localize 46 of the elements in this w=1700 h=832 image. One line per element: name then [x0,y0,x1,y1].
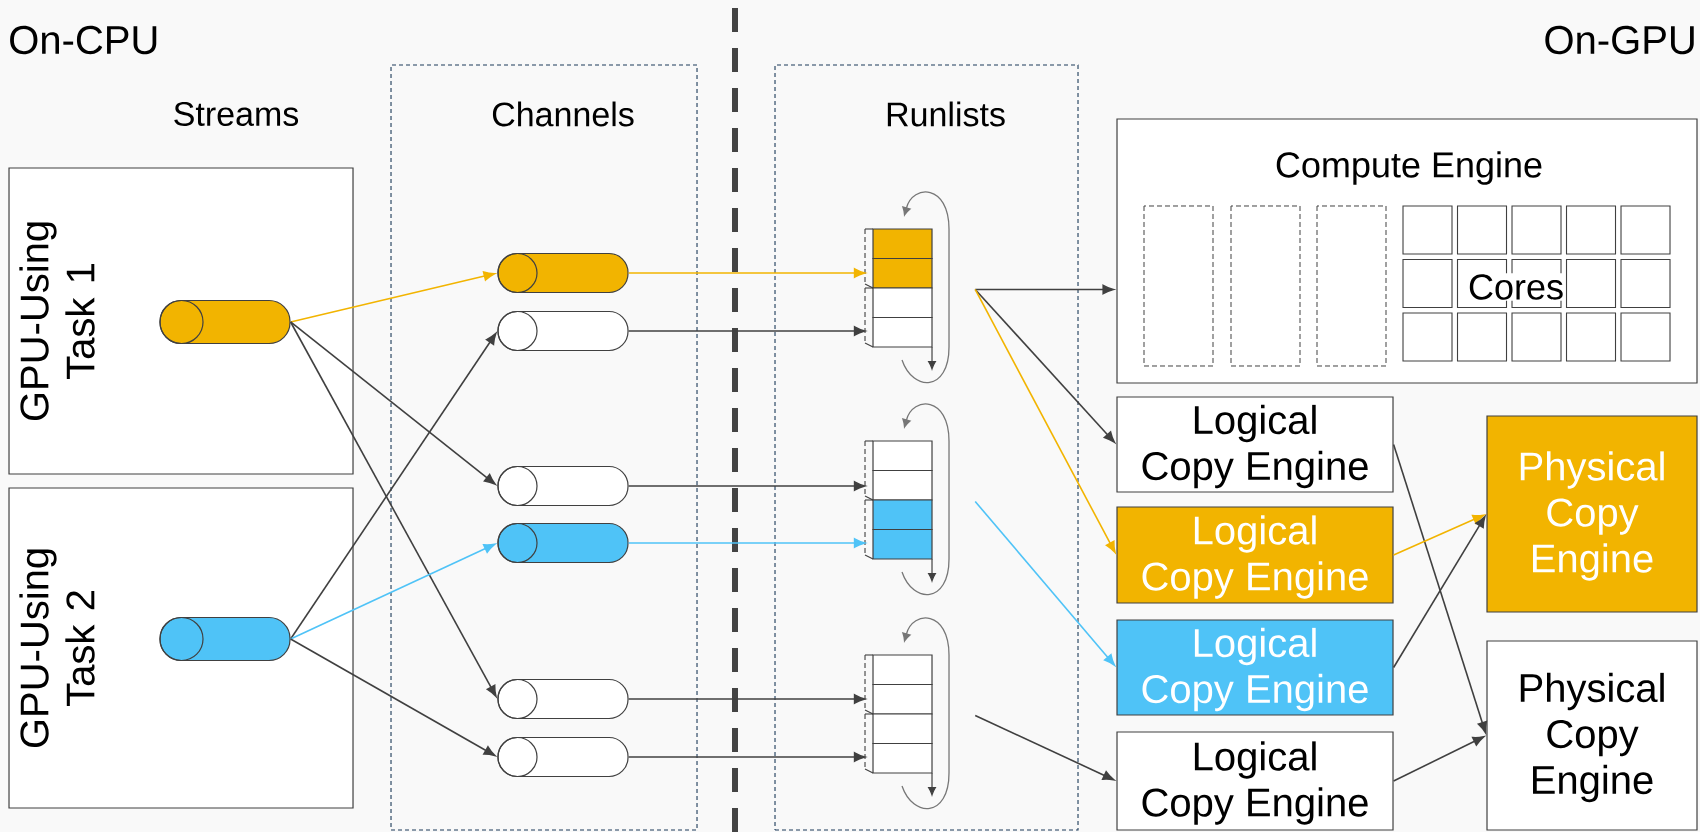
arrow [627,481,866,491]
stream-cylinder [497,678,629,720]
stream-cylinder [159,299,291,345]
arrow [289,543,496,640]
logical-engine-box: Logical Copy Engine [1116,506,1394,604]
dashed-group-box: Runlists [774,64,1079,831]
stream-cylinder [497,465,629,507]
side-heading: On-CPU [10,25,157,55]
compute-engine-drawing: Compute Engine Cores [1116,118,1698,384]
arrow [627,752,866,762]
logical-engine-box: Logical Copy Engine [1116,396,1394,493]
arrow [627,268,866,278]
arrow [1392,515,1486,669]
task-box: GPU-Using Task 2 [8,487,354,809]
runlist-drawing [864,617,950,810]
stream-cylinder [159,616,291,662]
arrow [627,694,866,704]
arrow [974,714,1115,781]
stream-cylinder [497,522,629,564]
logical-engine-box: Logical Copy Engine [1116,731,1394,831]
arrow [627,538,866,548]
arrow [289,332,497,640]
dashed-group-box: Channels [390,64,698,831]
logical-engine-box: Logical Copy Engine [1116,619,1394,716]
arrow [1392,514,1485,556]
arrow [289,271,496,323]
arrow [289,321,497,698]
arrow [289,638,496,757]
stream-cylinder [497,310,629,352]
arrow [974,500,1116,666]
arrow [1392,443,1488,734]
stream-cylinder [497,736,629,778]
heading: Streams [174,101,299,127]
arrow [974,284,1115,295]
runlist-drawing [864,191,950,384]
physical-engine-box: Physical Copy Engine [1486,640,1698,831]
side-heading: On-GPU [1545,25,1694,55]
task-box: GPU-Using Task 1 [8,167,354,475]
arrow [974,288,1116,443]
stream-cylinder [497,252,629,294]
arrow [1392,736,1485,782]
arrow [627,326,866,336]
arrow [974,288,1116,553]
runlist-drawing [864,403,950,596]
arrow [289,321,496,485]
physical-engine-box: Physical Copy Engine [1486,415,1698,613]
